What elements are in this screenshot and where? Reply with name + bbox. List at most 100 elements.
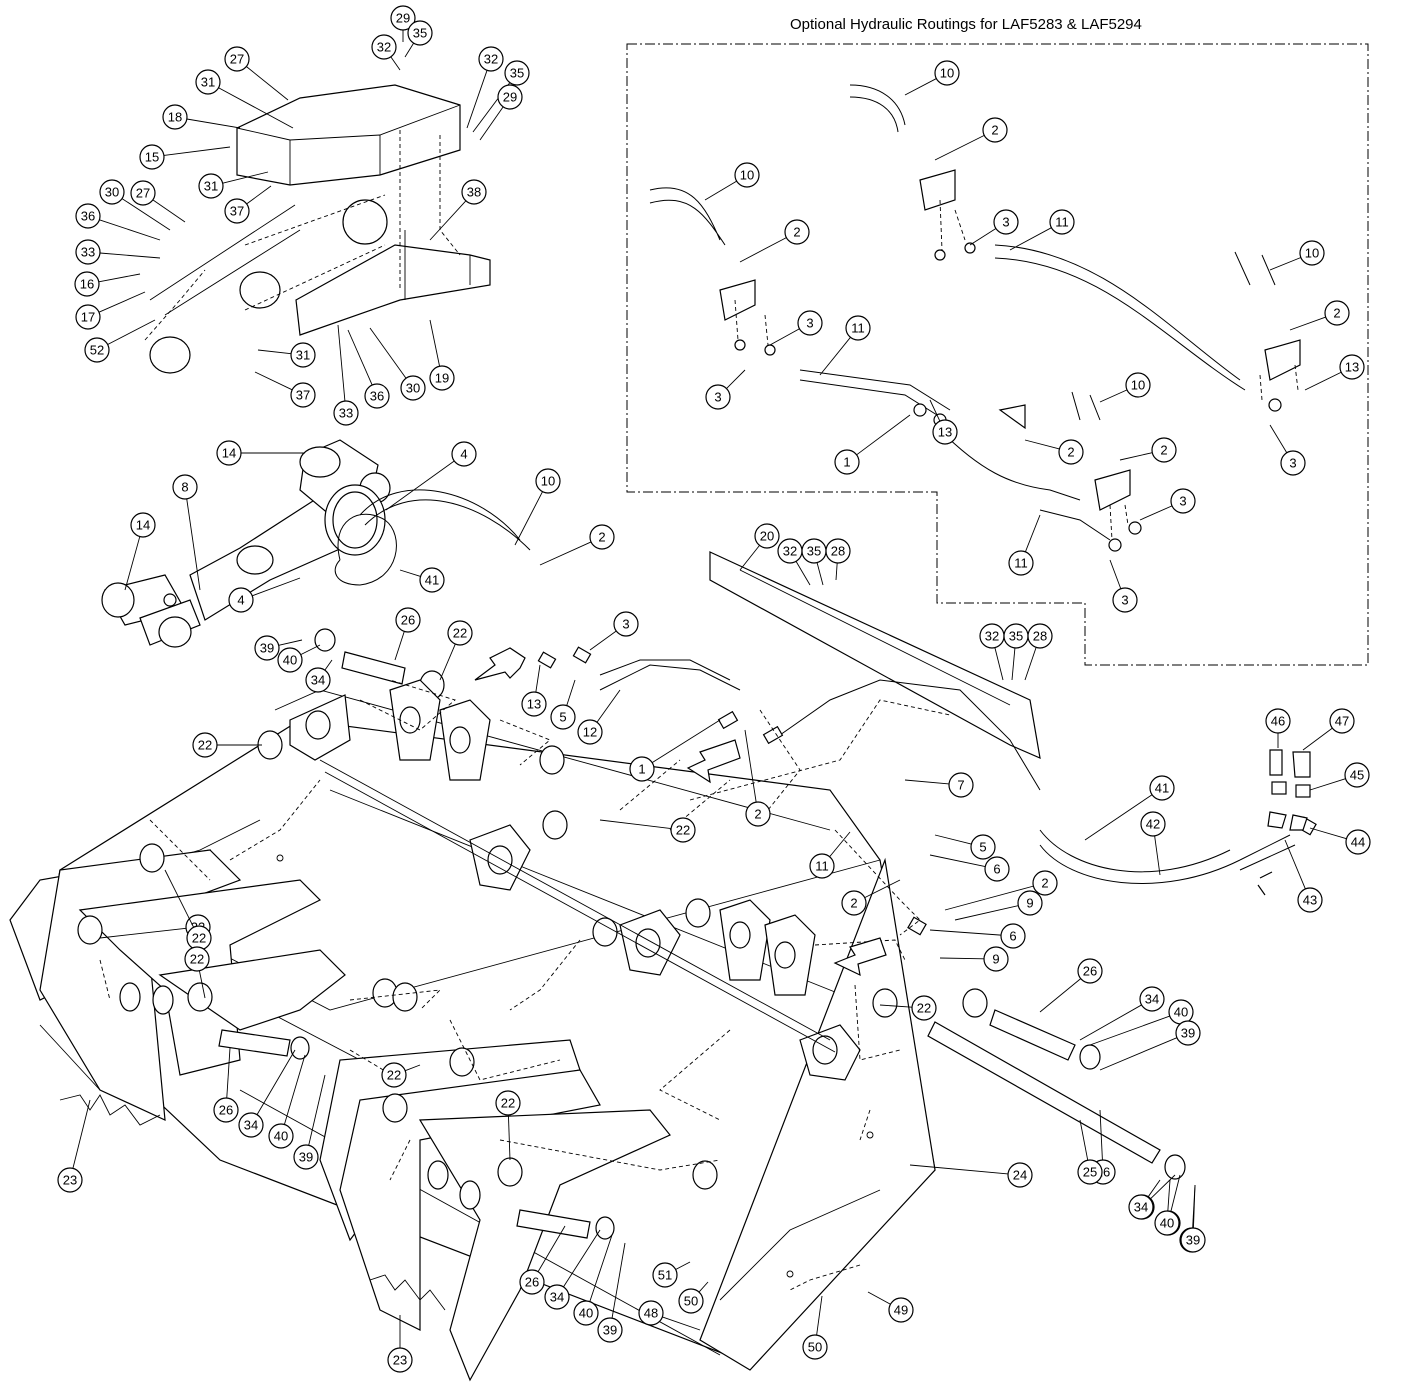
part-callout-6: 6	[929, 854, 1010, 882]
callout-circle	[1139, 986, 1165, 1012]
callout-leader	[1039, 978, 1082, 1013]
part-callout-3: 3	[969, 209, 1019, 246]
callout-leader	[252, 577, 301, 597]
callout-number: 30	[105, 185, 119, 200]
callout-circle	[407, 20, 433, 46]
callout-circle	[84, 337, 110, 363]
callout-number: 41	[425, 573, 439, 588]
callout-number: 27	[230, 52, 244, 67]
callout-number: 39	[260, 641, 274, 656]
callout-number: 49	[894, 1303, 908, 1318]
callout-leader	[385, 460, 455, 511]
callout-leader	[994, 647, 1004, 681]
callout-circle	[521, 691, 547, 717]
callout-leader	[278, 639, 303, 646]
callout-number: 46	[1271, 714, 1285, 729]
callout-circle	[1324, 300, 1350, 326]
part-callout-2: 2	[739, 219, 810, 263]
callout-number: 17	[81, 310, 95, 325]
callout-leader	[218, 87, 294, 129]
callout-leader	[429, 200, 467, 241]
callout-number: 43	[1303, 893, 1317, 908]
part-callout-6: 6	[929, 923, 1026, 949]
callout-circle	[57, 1167, 83, 1193]
callout-leader	[1150, 1174, 1176, 1199]
cross-plate	[709, 551, 1041, 759]
part-callout-40: 40	[268, 1054, 306, 1149]
callout-number: 13	[527, 697, 541, 712]
callout-number: 25	[1083, 1165, 1097, 1180]
callout-circle	[734, 162, 760, 188]
part-callout-22: 22	[184, 946, 210, 999]
assembly-leaders	[99, 130, 951, 1291]
cylinder-mount-bracket	[144, 84, 491, 374]
callout-number: 5	[979, 840, 986, 855]
callout-number: 22	[192, 931, 206, 946]
callout-number: 48	[644, 1306, 658, 1321]
callout-number: 34	[244, 1118, 258, 1133]
callout-number: 5	[559, 710, 566, 725]
callout-circle	[1329, 708, 1355, 734]
callout-leader	[394, 631, 405, 661]
callout-leader	[186, 498, 201, 591]
part-callout-3: 3	[1269, 424, 1306, 476]
callout-leader	[939, 957, 985, 960]
callout-number: 13	[938, 425, 952, 440]
callout-circle	[577, 719, 603, 745]
callout-number: 35	[807, 544, 821, 559]
part-callout-22: 22	[599, 817, 696, 843]
callout-leader	[566, 679, 576, 706]
part-callout-31: 31	[195, 69, 294, 129]
callout-circle	[1299, 240, 1325, 266]
callout-leader	[819, 337, 851, 376]
callout-number: 10	[1131, 378, 1145, 393]
hydraulic-cylinder	[101, 439, 391, 648]
part-callout-2: 2	[944, 870, 1058, 911]
part-callout-36: 36	[347, 329, 390, 409]
part-callout-39: 39	[1180, 1184, 1206, 1253]
callout-number: 36	[370, 389, 384, 404]
callout-circle	[224, 46, 250, 72]
callout-leader	[1089, 1015, 1170, 1046]
callout-leader	[1079, 1119, 1089, 1161]
callout-circle	[461, 179, 487, 205]
callout-circle	[1297, 887, 1323, 913]
part-callout-27: 27	[130, 180, 186, 223]
callout-circle	[573, 1300, 599, 1326]
part-callout-40: 40	[277, 644, 321, 673]
callout-number: 2	[850, 896, 857, 911]
callout-circle	[213, 1097, 239, 1123]
callout-leader	[539, 541, 592, 566]
callout-circle	[802, 1334, 828, 1360]
callout-circle	[305, 667, 331, 693]
part-callout-41: 41	[1084, 775, 1175, 841]
part-callout-3: 3	[705, 369, 746, 410]
callout-circle	[172, 474, 198, 500]
part-callout-33: 33	[333, 324, 359, 426]
callout-number: 23	[63, 1173, 77, 1188]
callout-leader	[969, 228, 997, 246]
callout-number: 51	[658, 1268, 672, 1283]
callout-number: 29	[396, 11, 410, 26]
callout-leader	[1099, 1109, 1103, 1161]
callout-leader	[226, 1047, 231, 1099]
callout-leader	[429, 319, 441, 367]
callout-number: 10	[1305, 246, 1319, 261]
callout-circle	[504, 60, 530, 86]
part-callout-32: 32	[979, 623, 1005, 681]
callout-leader	[611, 1242, 626, 1319]
part-callout-37: 37	[254, 371, 316, 408]
callout-number: 27	[136, 186, 150, 201]
part-callout-39: 39	[254, 635, 303, 661]
part-callout-40: 40	[1089, 999, 1194, 1046]
callout-number: 22	[387, 1068, 401, 1083]
callout-number: 1	[638, 762, 645, 777]
callout-circle	[652, 1262, 678, 1288]
part-callout-31: 31	[257, 342, 316, 368]
callout-leader	[651, 719, 721, 763]
callout-leader	[246, 66, 289, 101]
callout-leader	[1269, 424, 1288, 453]
callout-leader	[1079, 1004, 1142, 1041]
part-callout-1: 1	[629, 719, 721, 782]
callout-circle	[390, 5, 416, 31]
